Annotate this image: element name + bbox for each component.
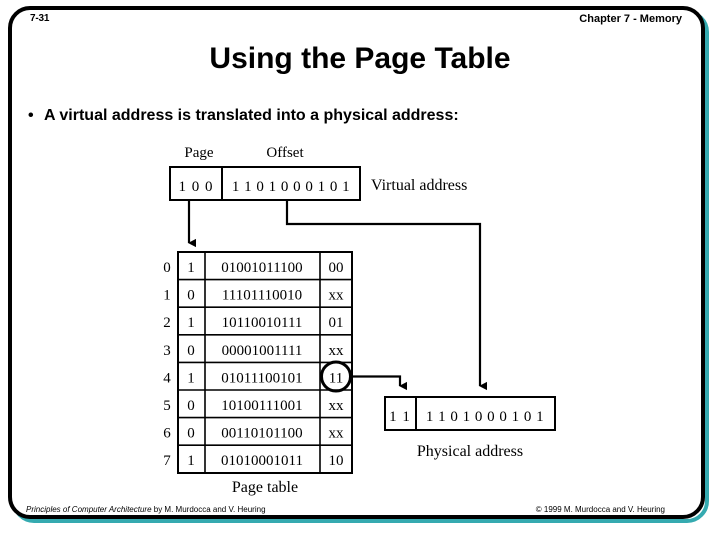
slide-number: 7-31 [30,13,50,24]
slide-frame-outline [8,6,705,519]
bullet-item: • A virtual address is translated into a … [28,107,459,125]
chapter-label: Chapter 7 - Memory [579,13,682,25]
footer-book-title: Principles of Computer Architecture [26,505,152,514]
footer-byline: by M. Murdocca and V. Heuring [151,505,266,514]
footer-attribution: Principles of Computer Architecture by M… [26,505,266,514]
bullet-text: A virtual address is translated into a p… [44,107,459,124]
bullet-marker-icon: • [28,107,34,124]
footer-copyright: © 1999 M. Murdocca and V. Heuring [535,505,665,514]
page-title: Using the Page Table [209,42,511,75]
